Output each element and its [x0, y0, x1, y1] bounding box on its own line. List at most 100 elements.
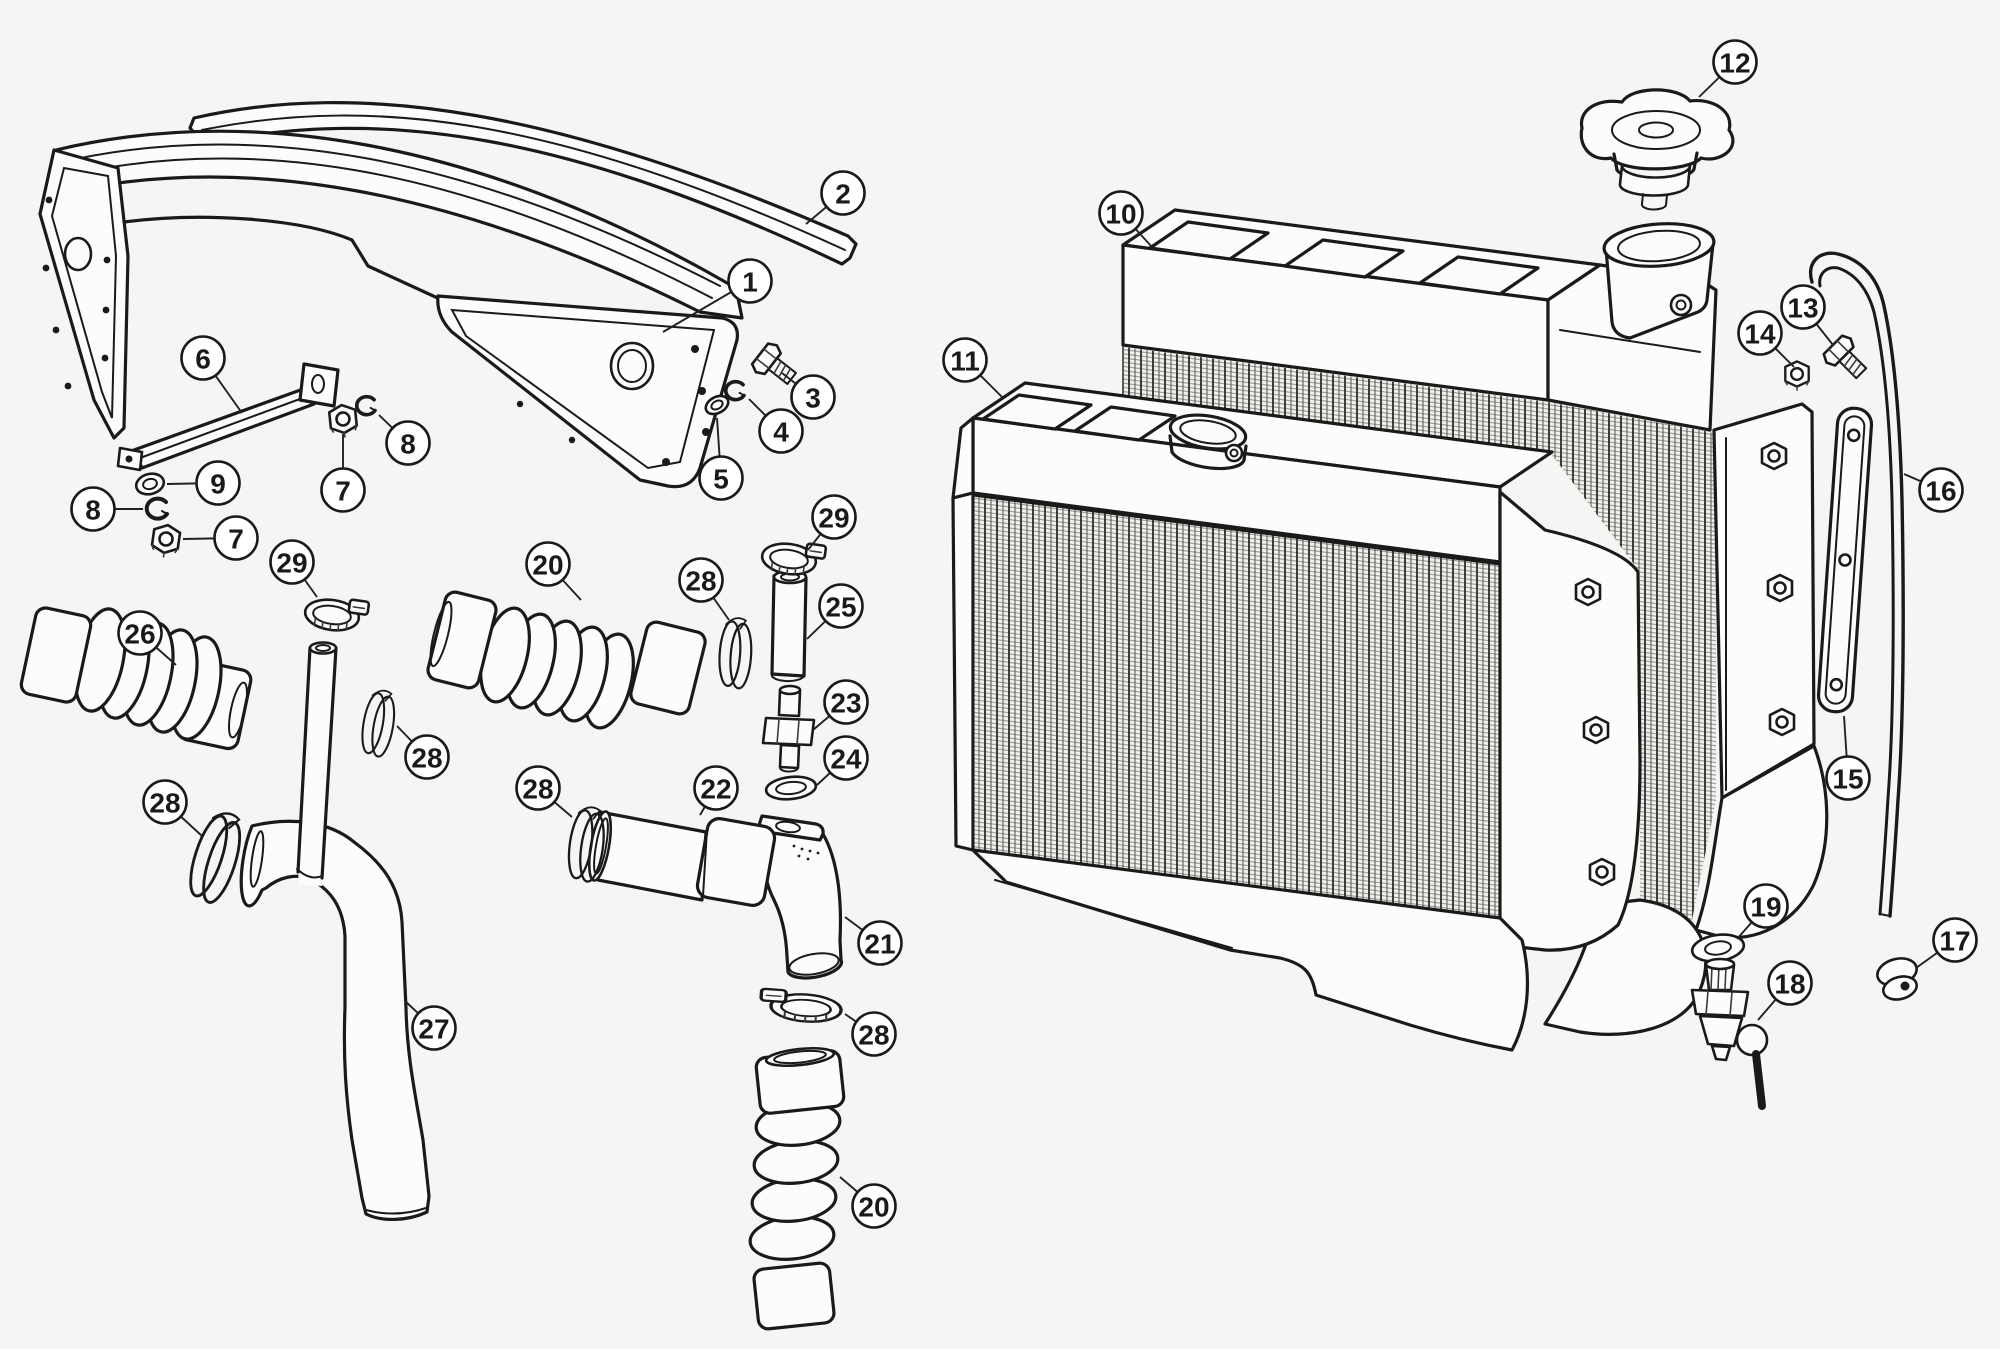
callout-number: 16 — [1925, 476, 1956, 507]
callout-number: 28 — [858, 1020, 889, 1051]
plain-washer-5 — [704, 394, 730, 416]
callout-23: 23 — [812, 679, 869, 731]
callout-number: 20 — [532, 550, 563, 581]
callout-7: 7 — [320, 434, 366, 513]
callout-number: 7 — [335, 476, 351, 507]
callout-circle — [1737, 310, 1783, 356]
callout-circle — [1918, 467, 1964, 513]
callout-number: 8 — [400, 429, 416, 460]
callout-circle — [269, 539, 315, 585]
callout-number: 1 — [742, 267, 758, 298]
callout-28: 28 — [396, 725, 450, 780]
callout-circle — [515, 765, 561, 811]
callout-8: 8 — [378, 414, 431, 466]
front-core-left-trim — [951, 491, 975, 852]
front-bottom-tank — [971, 848, 1530, 1052]
callout-21: 21 — [844, 916, 903, 966]
callout-1: 1 — [662, 258, 773, 333]
callout-circle — [213, 515, 259, 561]
callout-circle — [790, 374, 836, 420]
panel-bolt-holes-left — [42, 196, 111, 390]
callout-8: 8 — [70, 486, 143, 532]
callout-29: 29 — [269, 539, 318, 598]
rear-side-bracket — [1712, 402, 1816, 800]
callout-circle — [857, 920, 903, 966]
callout-number: 6 — [195, 344, 211, 375]
callout-number: 29 — [276, 548, 307, 579]
callout-number: 17 — [1939, 926, 1970, 957]
callout-16: 16 — [1903, 467, 1964, 513]
outlet-elbow-21 — [758, 814, 844, 980]
filler-opening — [1168, 413, 1248, 471]
front-side-bracket — [1498, 490, 1642, 952]
callout-circle — [385, 420, 431, 466]
callout-circle — [1825, 755, 1871, 801]
callout-19: 19 — [1736, 883, 1789, 940]
callout-circle — [823, 679, 869, 725]
callout-circle — [1767, 960, 1813, 1006]
callout-26: 26 — [117, 610, 177, 666]
callout-circle — [1932, 917, 1978, 963]
callout-circle — [142, 779, 188, 825]
packing-plate-15 — [1816, 406, 1874, 714]
radiator-diaphragm-panel — [38, 129, 744, 489]
panel-bolt-set — [704, 339, 804, 416]
drain-tap-18 — [1690, 957, 1769, 1110]
bellows-hose-20-lower — [748, 1046, 846, 1331]
callout-circle — [851, 1011, 897, 1057]
callout-circle — [727, 258, 773, 304]
callout-circle — [411, 1005, 457, 1051]
callout-number: 28 — [685, 566, 716, 597]
callout-number: 29 — [818, 503, 849, 534]
callout-circle — [180, 335, 226, 381]
connector-hose-22 — [587, 810, 777, 907]
callout-number: 21 — [864, 929, 895, 960]
callout-2: 2 — [805, 170, 866, 225]
callout-circle — [1712, 39, 1758, 85]
callout-9: 9 — [166, 460, 241, 506]
callout-circle — [117, 610, 163, 656]
callout-20: 20 — [525, 541, 582, 601]
callout-number: 19 — [1750, 892, 1781, 923]
front-core — [971, 493, 1502, 921]
callout-4: 4 — [748, 398, 804, 454]
callout-circle — [818, 583, 864, 629]
callout-circle — [758, 408, 804, 454]
callout-25: 25 — [806, 583, 864, 640]
bellows-hose-20 — [426, 590, 707, 730]
callout-number: 8 — [85, 495, 101, 526]
callout-6: 6 — [180, 335, 243, 414]
callout-number: 5 — [713, 464, 729, 495]
callout-number: 3 — [805, 383, 821, 414]
callout-number: 7 — [228, 524, 244, 555]
hood-rail — [188, 101, 858, 266]
panel-bolt-holes-right — [516, 345, 710, 466]
callout-27: 27 — [404, 1000, 457, 1051]
callout-number: 13 — [1787, 293, 1818, 324]
overflow-union-23 — [761, 684, 816, 773]
callout-circle — [678, 557, 724, 603]
callout-24: 24 — [816, 735, 869, 786]
callout-circle — [693, 765, 739, 811]
callout-circle — [195, 460, 241, 506]
rear-core-right-slab — [1548, 402, 1716, 930]
radiator-cap — [1579, 88, 1735, 211]
callout-circle — [525, 541, 571, 587]
callout-number: 25 — [825, 592, 856, 623]
callout-circle — [820, 170, 866, 216]
callout-number: 18 — [1774, 969, 1805, 1000]
overflow-pipe-25 — [770, 569, 808, 683]
callout-number: 10 — [1105, 199, 1136, 230]
callout-circle — [70, 486, 116, 532]
callout-number: 28 — [149, 788, 180, 819]
callout-number: 28 — [411, 743, 442, 774]
plain-washer-9 — [134, 472, 166, 496]
callout-number: 23 — [830, 688, 861, 719]
radiator-stay-rod — [116, 362, 340, 472]
callout-12: 12 — [1698, 39, 1758, 98]
callout-number: 4 — [773, 417, 789, 448]
callout-22: 22 — [693, 765, 739, 816]
rear-core-top-strip — [1123, 347, 1552, 452]
